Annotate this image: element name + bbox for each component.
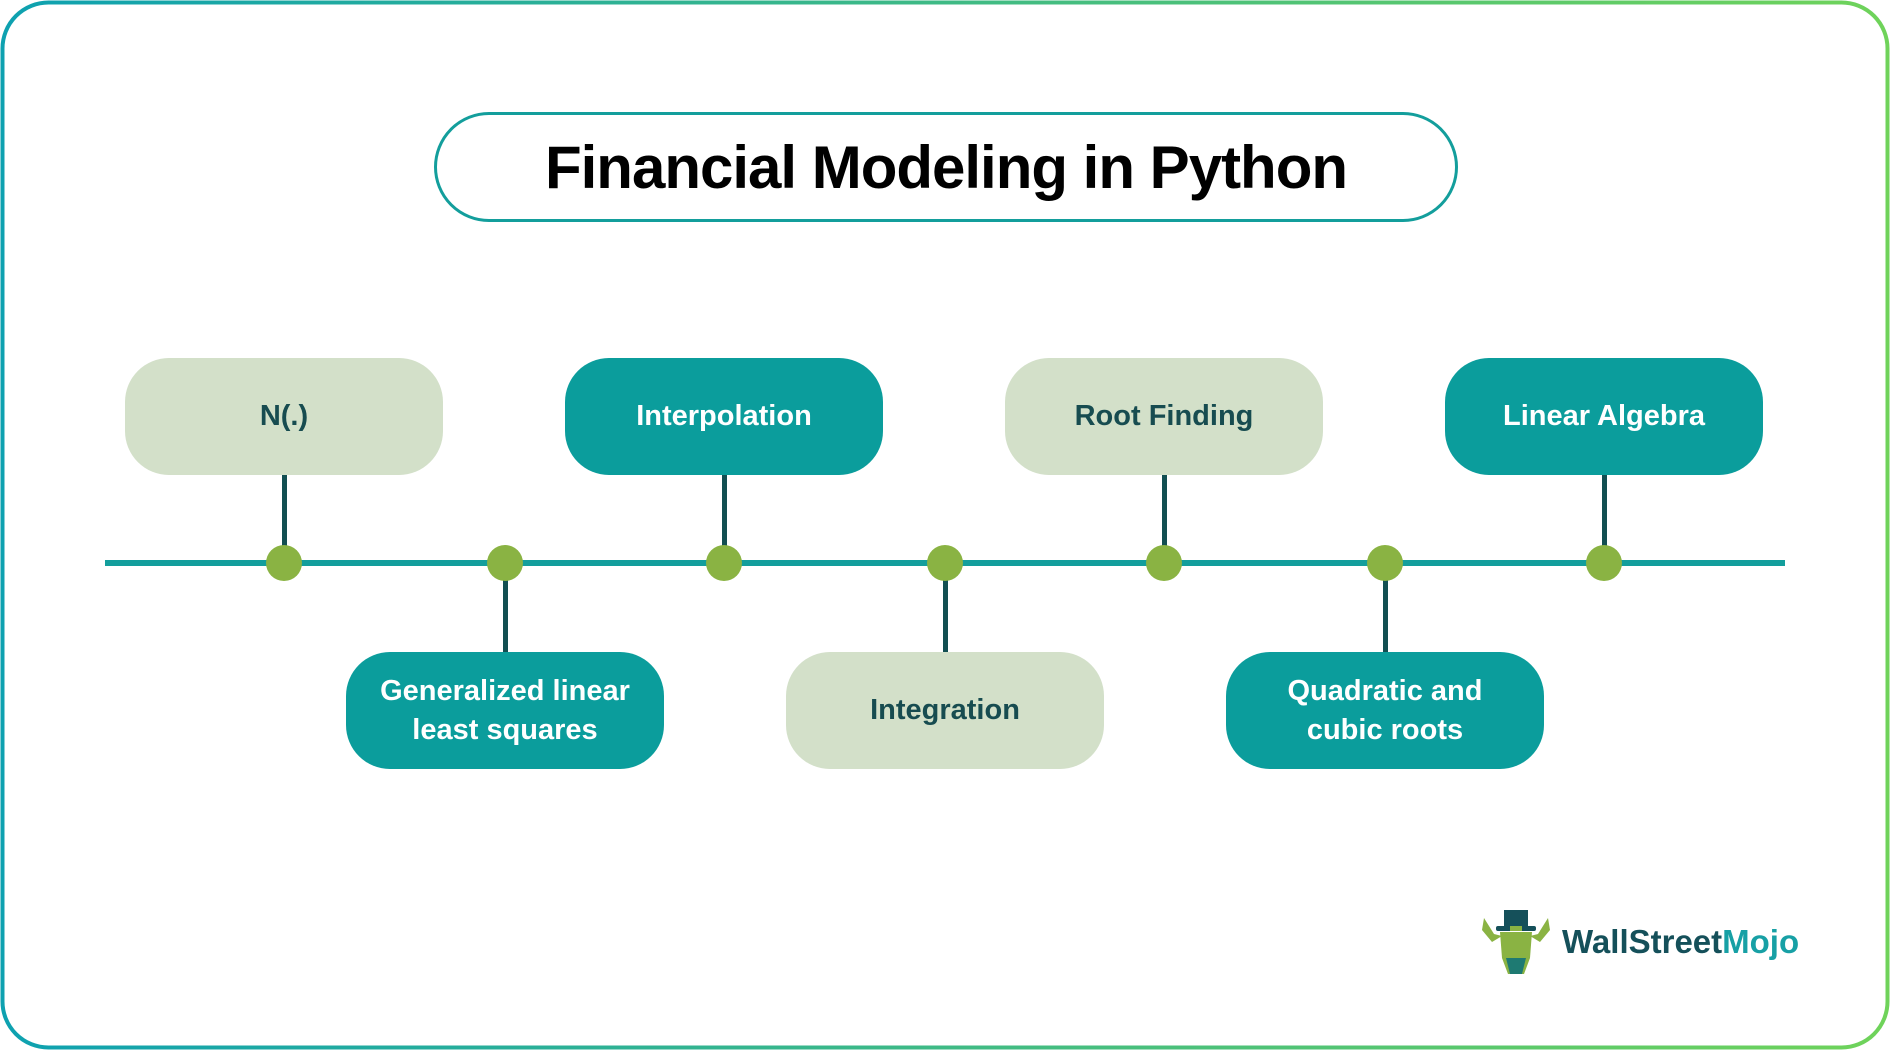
timeline-dot [927,545,963,581]
connector-stem [1161,470,1167,550]
page-title: Financial Modeling in Python [544,133,1348,201]
timeline-dot [1367,545,1403,581]
connector-stem [942,575,948,655]
timeline-item-label: Integration [870,694,1020,726]
title-box: Financial Modeling in Python [434,112,1458,222]
timeline-dot [1586,545,1622,581]
timeline-dot [706,545,742,581]
timeline-item-box: Linear Algebra [1445,358,1763,475]
timeline-item-label: Interpolation [636,400,812,432]
connector-stem [721,470,727,550]
bull-with-top-hat-icon [1482,910,1550,974]
connector-stem [281,470,287,550]
timeline-item-box: N(.) [125,358,443,475]
timeline-item-box: Quadratic and cubic roots [1226,652,1544,769]
connector-stem [1601,470,1607,550]
logo: WallStreetMojo [1480,908,1799,976]
connector-stem [502,575,508,655]
timeline-item-label: Quadratic and cubic roots [1287,674,1483,746]
timeline-dot [1146,545,1182,581]
timeline-item-box: Root Finding [1005,358,1323,475]
timeline-dot [266,545,302,581]
timeline-item-box: Integration [786,652,1104,769]
timeline-item-label: N(.) [259,400,309,432]
timeline-item-label: Linear Algebra [1503,400,1705,432]
timeline-item-box: Generalized linear least squares [346,652,664,769]
timeline-item-box: Interpolation [565,358,883,475]
connector-stem [1382,575,1388,655]
timeline-item-label: Root Finding [1074,400,1254,432]
timeline-item-label: Generalized linear least squares [380,674,630,746]
logo-text: WallStreetMojo [1562,923,1800,960]
timeline-dot [487,545,523,581]
